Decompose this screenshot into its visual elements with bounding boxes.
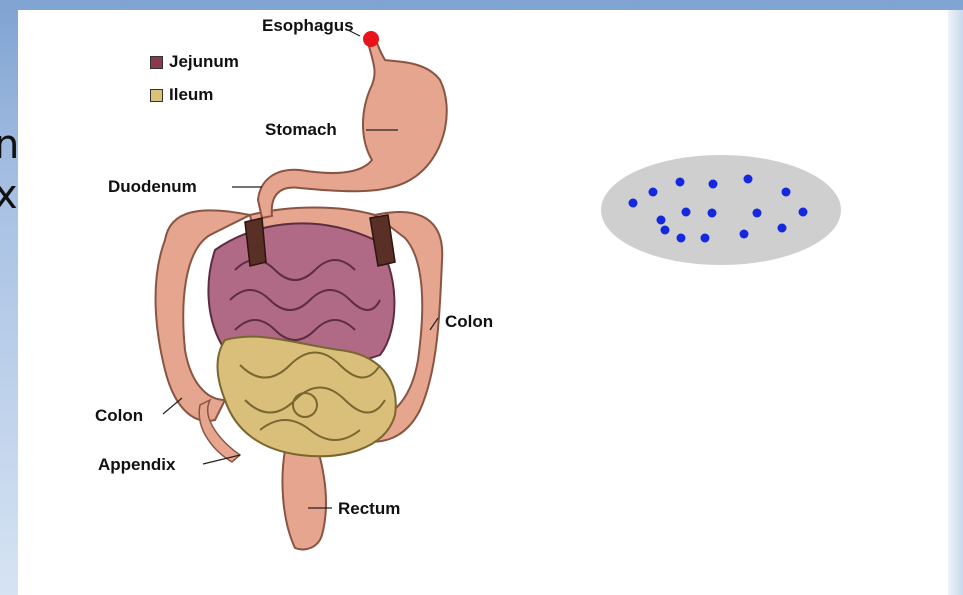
legend-label-ileum: Ileum	[169, 85, 213, 105]
particle-dot	[753, 209, 762, 218]
particle-dot	[649, 188, 658, 197]
particle-dot	[701, 234, 710, 243]
particle-dot	[778, 224, 787, 233]
label-colon-left: Colon	[95, 406, 143, 426]
particle-dot	[676, 178, 685, 187]
legend-item-ileum: Ileum	[150, 85, 213, 105]
particle-dot	[709, 180, 718, 189]
particle-dot	[682, 208, 691, 217]
particle-dot	[740, 230, 749, 239]
particle-dot	[799, 208, 808, 217]
particle-dot	[677, 234, 686, 243]
particle-dot	[629, 199, 638, 208]
jejunum-swatch	[150, 56, 163, 69]
particle-dot	[782, 188, 791, 197]
particle-dot	[744, 175, 753, 184]
legend-item-jejunum: Jejunum	[150, 52, 239, 72]
label-rectum: Rectum	[338, 499, 400, 519]
label-appendix: Appendix	[98, 455, 175, 475]
label-stomach: Stomach	[265, 120, 337, 140]
label-esophagus: Esophagus	[262, 16, 354, 36]
particle-dot	[708, 209, 717, 218]
rectum-shape	[282, 450, 326, 549]
legend-label-jejunum: Jejunum	[169, 52, 239, 72]
label-duodenum: Duodenum	[108, 177, 197, 197]
particle-dot	[657, 216, 666, 225]
label-colon-right: Colon	[445, 312, 493, 332]
ileum-swatch	[150, 89, 163, 102]
esophagus-marker	[363, 31, 379, 47]
particle-dot	[661, 226, 670, 235]
